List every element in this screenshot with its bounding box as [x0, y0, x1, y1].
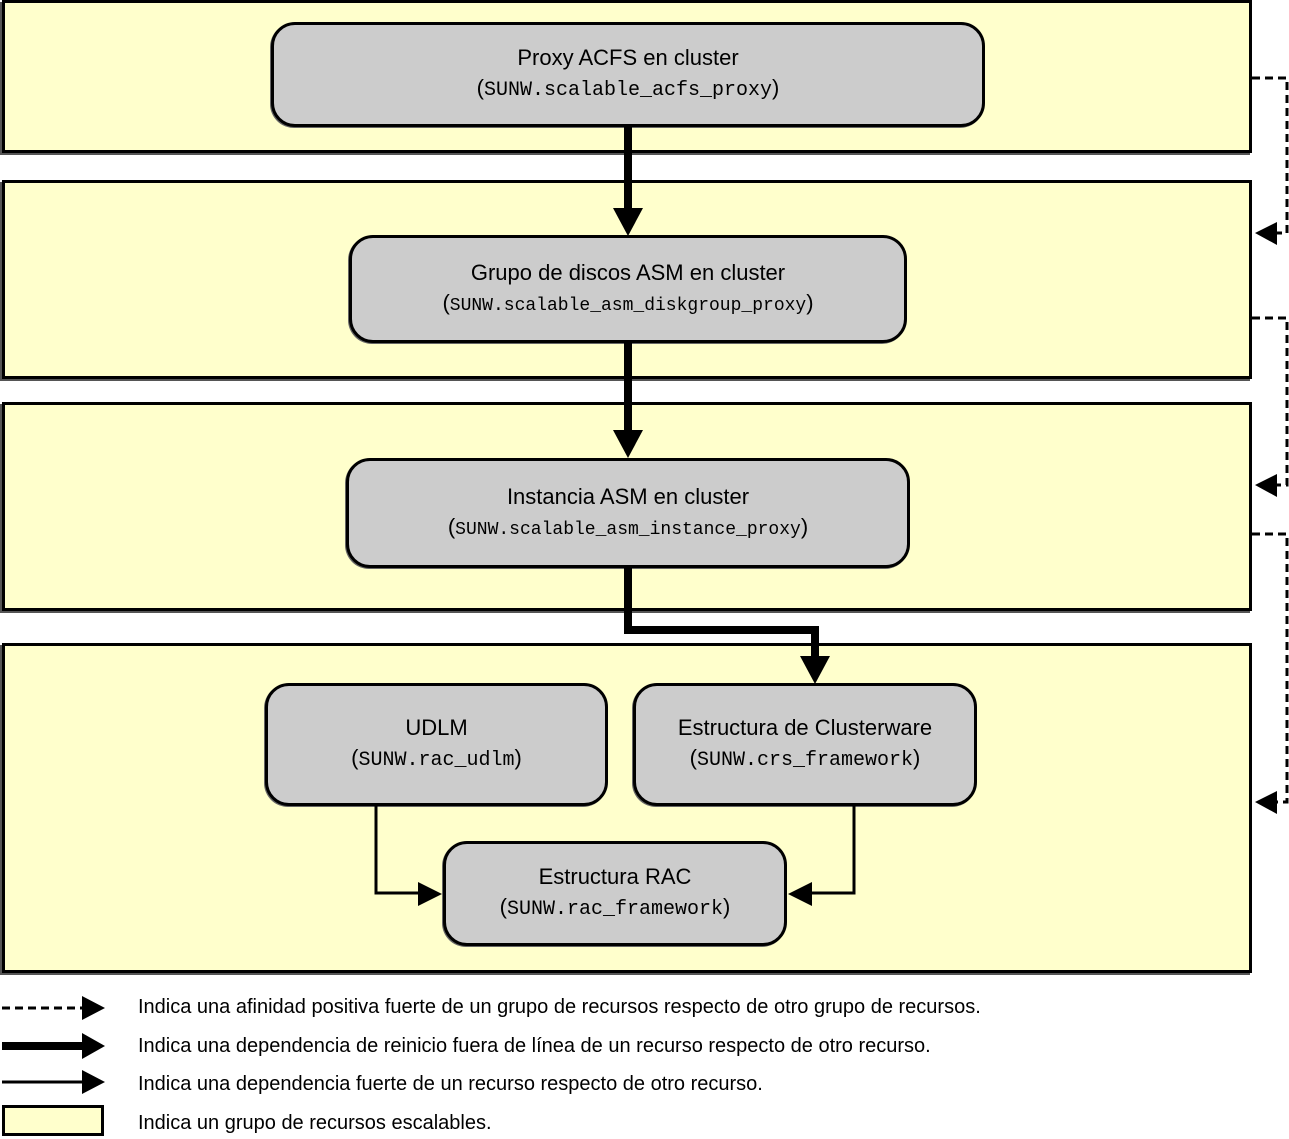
- resource-type-name: SUNW.rac_udlm: [358, 749, 515, 772]
- node-title: Grupo de discos ASM en cluster: [470, 259, 786, 285]
- dashed-arrow-acfs-group-to-diskgroup-group: [1252, 76, 1289, 245]
- resource-type-name: SUNW.scalable_asm_instance_proxy: [455, 519, 801, 540]
- node-udlm[interactable]: UDLM (SUNW.rac_udlm): [265, 683, 608, 806]
- legend-text-offline-restart: Indica una dependencia de reinicio fuera…: [138, 1035, 931, 1057]
- paren-close: ): [913, 745, 921, 770]
- paren-close: ): [800, 513, 809, 539]
- node-crs-framework[interactable]: Estructura de Clusterware (SUNW.crs_fram…: [633, 683, 977, 806]
- node-title: UDLM: [405, 715, 468, 740]
- paren-close: ): [806, 289, 814, 315]
- paren-open: (: [351, 745, 359, 770]
- node-title: Instancia ASM en cluster: [506, 483, 750, 509]
- resource-type-name: SUNW.scalable_acfs_proxy: [483, 79, 773, 102]
- node-resource-type: (SUNW.crs_framework): [690, 743, 921, 776]
- node-title: Estructura RAC: [538, 864, 692, 889]
- legend-text-scalable-group: Indica un grupo de recursos escalables.: [138, 1112, 492, 1134]
- node-resource-type: (SUNW.scalable_acfs_proxy): [477, 73, 780, 106]
- legend-thick-arrow-icon: [2, 1033, 105, 1059]
- legend-yellow-box-icon: [2, 1105, 104, 1136]
- legend-text-affinity: Indica una afinidad positiva fuerte de u…: [138, 996, 981, 1018]
- paren-close: ): [723, 894, 731, 919]
- node-acfs-proxy[interactable]: Proxy ACFS en cluster (SUNW.scalable_acf…: [271, 22, 985, 127]
- paren-open: (: [476, 75, 484, 100]
- node-resource-type: (SUNW.rac_udlm): [351, 743, 522, 776]
- paren-close: ): [772, 75, 780, 100]
- node-rac-framework[interactable]: Estructura RAC (SUNW.rac_framework): [443, 841, 787, 946]
- resource-type-name: SUNW.rac_framework: [506, 898, 724, 921]
- node-resource-type: (SUNW.rac_framework): [500, 892, 731, 925]
- node-resource-type: (SUNW.scalable_asm_instance_proxy): [448, 512, 808, 545]
- dashed-arrow-instance-group-to-framework-group: [1252, 532, 1289, 814]
- paren-open: (: [442, 289, 450, 315]
- node-asm-diskgroup[interactable]: Grupo de discos ASM en cluster (SUNW.sca…: [349, 235, 907, 343]
- paren-close: ): [514, 745, 522, 770]
- paren-open: (: [447, 513, 456, 539]
- resource-type-name: SUNW.scalable_asm_diskgroup_proxy: [449, 295, 807, 316]
- node-title: Estructura de Clusterware: [677, 715, 933, 740]
- node-title: Proxy ACFS en cluster: [517, 45, 739, 70]
- legend-text-strong-dependency: Indica una dependencia fuerte de un recu…: [138, 1073, 763, 1095]
- paren-open: (: [499, 894, 507, 919]
- resource-type-name: SUNW.crs_framework: [696, 749, 914, 772]
- node-asm-instance[interactable]: Instancia ASM en cluster (SUNW.scalable_…: [346, 458, 910, 568]
- paren-open: (: [689, 745, 697, 770]
- legend-thin-arrow-icon: [2, 1070, 105, 1094]
- legend-dashed-arrow-icon: [2, 996, 105, 1020]
- node-resource-type: (SUNW.scalable_asm_diskgroup_proxy): [442, 288, 813, 321]
- dashed-arrow-diskgroup-group-to-instance-group: [1252, 316, 1289, 497]
